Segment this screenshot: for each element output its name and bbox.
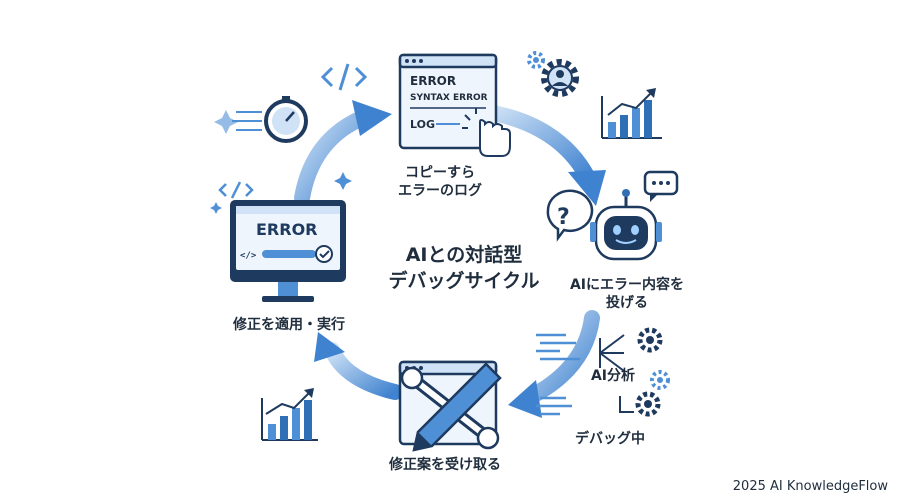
cycle-arrow-2 — [508, 310, 600, 418]
svg-text:?: ? — [557, 205, 570, 230]
question-bubble-icon: ? — [546, 189, 594, 242]
ai-robot-icon — [590, 189, 662, 261]
step-send-to-ai-line-2: 投げる — [606, 295, 648, 311]
step-copy-log-line-2: エラーのログ — [398, 183, 482, 199]
error-log-window: ERROR SYNTAX ERROR LOG — [398, 53, 498, 150]
desktop-monitor: ERROR — [230, 200, 346, 302]
center-title-line-1: AIとの対話型 — [405, 244, 523, 266]
small-gear-icon — [527, 51, 545, 69]
code-tag-icon-top — [320, 63, 368, 91]
pencil-icon — [412, 362, 502, 452]
monitor-code-glyph: </> — [240, 251, 257, 261]
pointer-hand-icon — [462, 108, 511, 157]
monitor-error-text: ERROR — [256, 220, 318, 239]
step-send-to-ai-line-1: AIにエラー内容を — [569, 277, 685, 293]
analysis-flow-icons — [536, 327, 670, 417]
center-title-line-2: デバッグサイクル — [388, 270, 540, 292]
chat-bubble-icon — [643, 170, 679, 202]
cycle-arrow-3 — [314, 332, 403, 400]
bar-chart-icon-top — [601, 88, 662, 139]
cycle-arrow-4 — [294, 100, 392, 206]
doc-line-syntax: SYNTAX ERROR — [410, 93, 488, 103]
center-title: AIとの対話型 デバッグサイクル — [384, 242, 544, 294]
doc-line-error: ERROR — [410, 74, 456, 88]
step-debugging-label: デバッグ中 — [575, 431, 645, 447]
step-apply-run-label: 修正を適用・実行 — [233, 317, 345, 333]
step-receive-fix-label: 修正案を受け取る — [389, 457, 501, 473]
step-send-to-ai-label: AIにエラー内容を 投げる — [552, 276, 702, 312]
cycle-arrow-1 — [480, 104, 606, 206]
analysis-label: AI分析 — [590, 368, 636, 384]
step-copy-log-line-1: コピーすら — [405, 165, 475, 181]
step-copy-log-label: コピーすら エラーのログ — [370, 164, 510, 200]
gear-user-icon — [541, 59, 579, 97]
doc-line-log: LOG — [410, 118, 435, 131]
credit-text: 2025 AI KnowledgeFlow — [732, 479, 888, 494]
bar-chart-icon-bottom — [261, 388, 318, 441]
stopwatch-icon — [232, 96, 308, 143]
